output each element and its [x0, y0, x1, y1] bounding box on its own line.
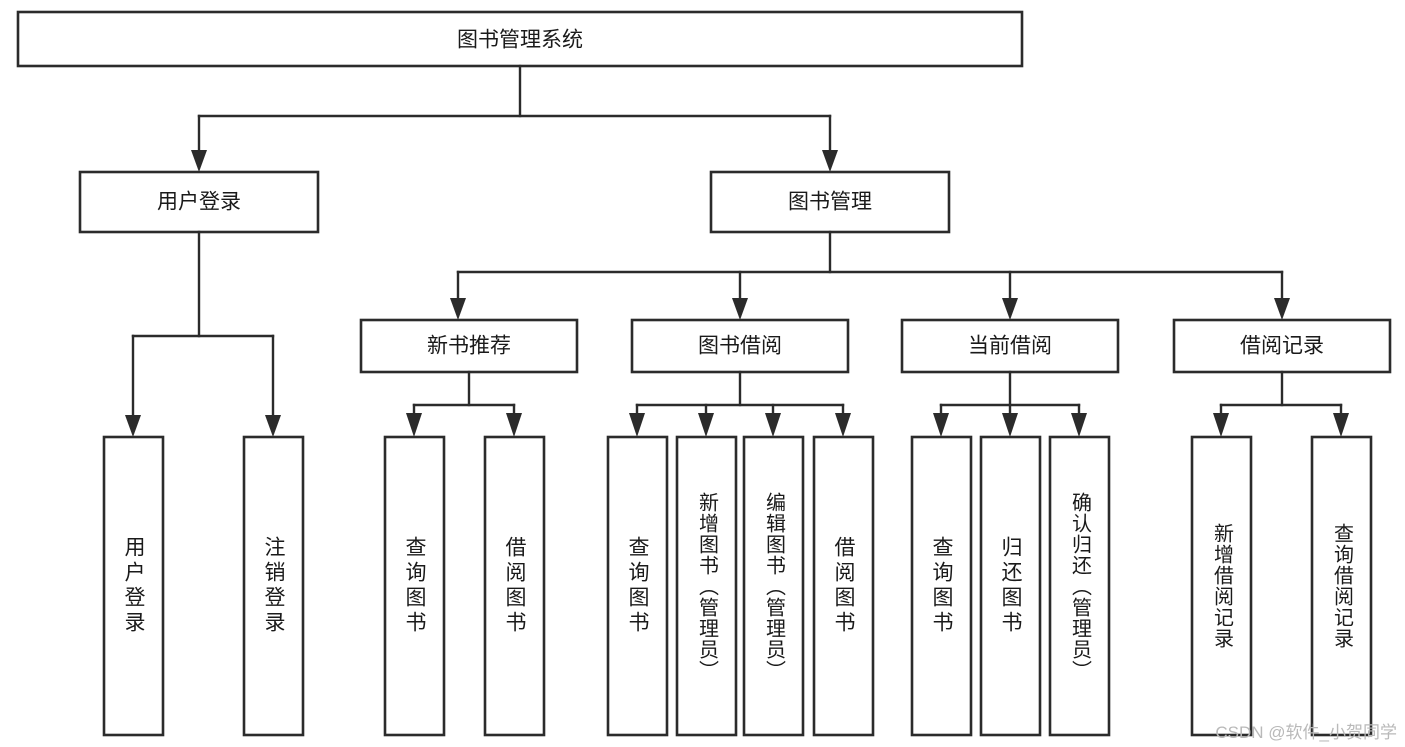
arrow-to-leaf-query-book-2	[629, 413, 645, 437]
leaf-box-borrow-book-1[interactable]	[483, 435, 546, 737]
arrow-to-leaf-query-record	[1333, 413, 1349, 437]
connector-book-manage-to-level3	[450, 230, 1290, 320]
root-label: 图书管理系统	[457, 29, 583, 52]
leaf-box-query-record[interactable]	[1310, 435, 1373, 737]
arrow-to-leaf-confirm-return	[1071, 413, 1087, 437]
leaf-box-query-book-2[interactable]	[606, 435, 669, 737]
arrow-to-leaf-query-book-1	[406, 413, 422, 437]
connector-user-login-to-leaves	[125, 230, 281, 437]
leaf-box-add-record[interactable]	[1190, 435, 1253, 737]
node-book-manage[interactable]: 图书管理	[709, 170, 951, 234]
arrow-to-leaf-borrow-book-1	[506, 413, 522, 437]
node-current-borrow[interactable]: 当前借阅	[900, 318, 1120, 374]
new-book-recommend-box	[359, 318, 579, 374]
arrow-to-user-login	[191, 150, 207, 172]
leaf-box-add-book[interactable]	[675, 435, 738, 737]
connector-current-borrow-to-leaves	[933, 370, 1087, 437]
current-borrow-label: 当前借阅	[968, 335, 1052, 358]
leaf-box-user-logout[interactable]	[242, 435, 305, 737]
new-book-recommend-label: 新书推荐	[427, 335, 511, 358]
current-borrow-box	[900, 318, 1120, 374]
node-book-borrow[interactable]: 图书借阅	[630, 318, 850, 374]
node-new-book-recommend[interactable]: 新书推荐	[359, 318, 579, 374]
leaf-box-confirm-return[interactable]	[1048, 435, 1111, 737]
borrow-record-label: 借阅记录	[1240, 335, 1324, 358]
arrow-to-leaf-query-book-3	[933, 413, 949, 437]
book-borrow-box	[630, 318, 850, 374]
leaf-box-edit-book[interactable]	[742, 435, 805, 737]
connector-book-borrow-to-leaves	[629, 370, 851, 437]
node-borrow-record[interactable]: 借阅记录	[1172, 318, 1392, 374]
arrow-to-leaf-return-book	[1002, 413, 1018, 437]
book-manage-label: 图书管理	[788, 191, 872, 214]
arrow-to-current-borrow	[1002, 298, 1018, 320]
connector-root-to-level2	[191, 64, 838, 172]
arrow-to-borrow-record	[1274, 298, 1290, 320]
borrow-record-box	[1172, 318, 1392, 374]
arrow-to-leaf-user-login	[125, 415, 141, 437]
node-user-login[interactable]: 用户登录	[78, 170, 320, 234]
user-login-label: 用户登录	[157, 191, 241, 214]
leaf-box-user-login[interactable]	[102, 435, 165, 737]
book-manage-box	[709, 170, 951, 234]
connector-borrow-record-to-leaves	[1213, 370, 1349, 437]
arrow-to-leaf-borrow-book-2	[835, 413, 851, 437]
node-root[interactable]: 图书管理系统	[16, 10, 1024, 68]
csdn-watermark: CSDN @软件_小贺同学	[1215, 723, 1397, 742]
root-box	[16, 10, 1024, 68]
arrow-to-book-manage	[822, 150, 838, 172]
connector-new-book-recommend-to-leaves	[406, 370, 522, 437]
leaf-box-return-book[interactable]	[979, 435, 1042, 737]
book-borrow-label: 图书借阅	[698, 335, 782, 358]
arrow-to-leaf-add-record	[1213, 413, 1229, 437]
arrow-to-book-borrow	[732, 298, 748, 320]
leaf-box-query-book-1[interactable]	[383, 435, 446, 737]
leaf-box-query-book-3[interactable]	[910, 435, 973, 737]
arrow-to-leaf-edit-book	[765, 413, 781, 437]
arrow-to-new-book-recommend	[450, 298, 466, 320]
leaf-box-borrow-book-2[interactable]	[812, 435, 875, 737]
arrow-to-leaf-add-book	[698, 413, 714, 437]
arrow-to-leaf-user-logout	[265, 415, 281, 437]
